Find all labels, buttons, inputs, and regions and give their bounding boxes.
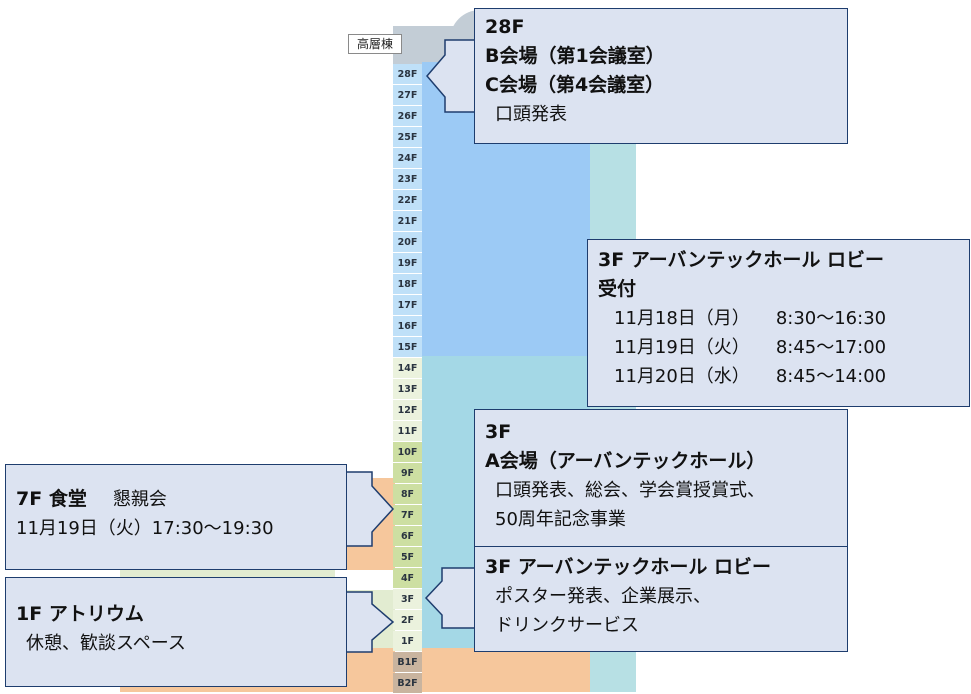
arrow-1f <box>345 591 395 653</box>
floor-label: 3F <box>393 589 422 609</box>
floor-label: 13F <box>393 379 422 399</box>
floor-label: 5F <box>393 547 422 567</box>
floor-label: 17F <box>393 295 422 315</box>
callout-28f-detail: 口頭発表 <box>495 104 567 125</box>
floor-label: 15F <box>393 337 422 357</box>
floor-label: 24F <box>393 148 422 168</box>
floor-label: 26F <box>393 106 422 126</box>
callout-reception: 3F アーバンテックホール ロビー 受付 11月18日（月） 8:30～16:30… <box>587 239 970 407</box>
f7-title: 7F 食堂 <box>16 488 87 510</box>
hall-a-detail-1: 口頭発表、総会、学会賞授賞式、 <box>495 480 765 501</box>
reception-subtitle: 受付 <box>598 278 637 300</box>
callout-hall-a: 3F A会場（アーバンテックホール） 口頭発表、総会、学会賞授賞式、 50周年記… <box>474 409 848 547</box>
floor-label: 27F <box>393 85 422 105</box>
floor-label: 19F <box>393 253 422 273</box>
hall-a-detail-2: 50周年記念事業 <box>495 509 626 530</box>
tower-label: 高層棟 <box>348 34 402 54</box>
reception-title: 3F アーバンテックホール ロビー <box>598 249 885 271</box>
arrow-28f <box>426 39 477 113</box>
hall-a-venue: A会場（アーバンテックホール） <box>485 450 766 472</box>
f7-heading: 7F 食堂 懇親会 <box>16 485 336 514</box>
floor-label: 1F <box>393 631 422 651</box>
reception-row: 11月19日（火） 8:45～17:00 <box>598 333 959 362</box>
callout-28f-floor: 28F <box>485 16 525 38</box>
floor-label: B2F <box>393 673 422 693</box>
f7-event: 懇親会 <box>112 489 167 510</box>
floor-label: 7F <box>393 505 422 525</box>
lobby-title: 3F アーバンテックホール ロビー <box>485 556 772 578</box>
arrow-7f <box>345 471 395 547</box>
reception-date: 11月20日（水） <box>614 366 750 387</box>
floor-label: 22F <box>393 190 422 210</box>
callout-1f: 1F アトリウム 休憩、歓談スペース <box>5 577 347 687</box>
reception-time: 8:30～16:30 <box>775 308 887 329</box>
floor-label: 6F <box>393 526 422 546</box>
f7-datetime: 11月19日（火）17:30～19:30 <box>16 518 274 539</box>
floor-label: B1F <box>393 652 422 672</box>
floor-label: 12F <box>393 400 422 420</box>
floor-label: 11F <box>393 421 422 441</box>
lobby-detail-2: ドリンクサービス <box>495 615 639 636</box>
lobby-detail-1: ポスター発表、企業展示、 <box>495 586 711 607</box>
hall-a-floor: 3F <box>485 421 512 443</box>
reception-row: 11月18日（月） 8:30～16:30 <box>598 304 959 333</box>
floor-column: 28F 27F 26F 25F 24F 23F 22F 21F 20F 19F … <box>393 64 422 693</box>
floor-label: 9F <box>393 463 422 483</box>
f1-title: 1F アトリウム <box>16 603 144 625</box>
callout-28f: 28F B会場（第1会議室） C会場（第4会議室） 口頭発表 <box>474 8 848 144</box>
floor-label: 25F <box>393 127 422 147</box>
floor-label: 28F <box>393 64 422 84</box>
reception-row: 11月20日（水） 8:45～14:00 <box>598 362 959 391</box>
floor-label: 8F <box>393 484 422 504</box>
floor-label: 21F <box>393 211 422 231</box>
reception-time: 8:45～17:00 <box>775 337 887 358</box>
floor-label: 4F <box>393 568 422 588</box>
floor-label: 18F <box>393 274 422 294</box>
floor-label: 20F <box>393 232 422 252</box>
floor-label: 2F <box>393 610 422 630</box>
callout-lobby: 3F アーバンテックホール ロビー ポスター発表、企業展示、 ドリンクサービス <box>474 546 848 652</box>
callout-28f-venue-b: B会場（第1会議室） <box>485 45 665 67</box>
floor-label: 23F <box>393 169 422 189</box>
reception-date: 11月19日（火） <box>614 337 750 358</box>
floor-label: 14F <box>393 358 422 378</box>
floor-label: 16F <box>393 316 422 336</box>
basement-block <box>422 648 590 692</box>
callout-28f-venue-c: C会場（第4会議室） <box>485 74 665 96</box>
f1-detail: 休憩、歓談スペース <box>26 633 186 654</box>
reception-date: 11月18日（月） <box>614 308 750 329</box>
arrow-3f-lobby <box>424 567 477 629</box>
floor-label: 10F <box>393 442 422 462</box>
reception-time: 8:45～14:00 <box>775 366 887 387</box>
callout-7f: 7F 食堂 懇親会 11月19日（火）17:30～19:30 <box>5 464 347 570</box>
